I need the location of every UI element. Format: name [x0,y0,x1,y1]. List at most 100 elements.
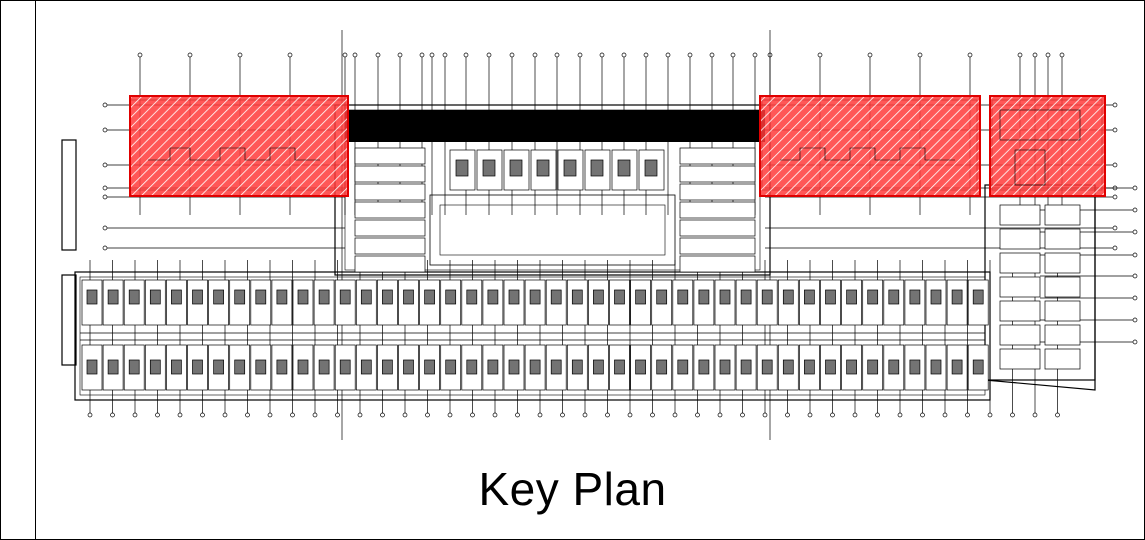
room-bath [909,359,921,375]
room-bath [804,289,815,305]
room-bath [656,359,668,375]
grid-bubble [110,412,115,418]
room-bath [782,289,794,305]
room-bath [677,359,689,375]
grid-bubble [599,52,605,58]
grid-bubble [1032,52,1038,58]
grid-bubble [290,412,295,418]
grid-bubble [102,185,108,191]
core-room [679,255,756,273]
grid-bubble [687,52,693,58]
core-room [354,165,426,183]
grid-bubble [1112,225,1118,231]
tower-room [999,228,1041,250]
grid-bubble [419,52,425,58]
room-bath [149,359,161,375]
grid-bubble [267,412,273,418]
room-bath [128,359,140,375]
grid-bubble [1059,52,1065,58]
tower-room [1044,300,1081,322]
grid-bubble [560,412,565,418]
grid-bubble [402,412,408,418]
tower-room [999,276,1041,298]
grid-bubble [1132,273,1138,279]
room-bath [550,359,562,375]
room-bath [593,289,604,305]
room-bath [635,359,646,375]
room-bath [171,289,182,305]
grid-bubble [582,412,588,418]
grid-bubble [1010,412,1015,418]
room-bath [339,289,351,305]
grid-bubble [577,52,583,58]
grid-bubble [1132,185,1138,191]
room-bath [930,359,942,375]
grid-bubble [643,52,649,58]
core-room [354,255,426,273]
room-bath [445,289,457,305]
room-bath [951,289,963,305]
room-bath [635,289,646,305]
room-bath [825,359,836,375]
grid-bubble [967,52,973,58]
grid-bubble [375,52,381,58]
grid-bubble [867,52,873,58]
tower-room [1044,252,1081,274]
room-bath [825,289,836,305]
grid-bubble [1017,52,1023,58]
core-room [354,219,426,237]
grid-bubble [1045,52,1051,58]
room-bath [782,359,794,375]
grid-bubble [785,412,790,418]
grid-bubble [709,52,715,58]
room-bath [761,359,773,375]
grid-bubble [1132,295,1138,301]
grid-bubble [486,52,492,58]
grid-bubble [1132,207,1138,213]
grid-bubble [942,412,948,418]
room-bath [614,359,625,375]
grid-bubble [605,412,610,418]
grid-bubble [752,52,758,58]
grid-bubble [245,412,250,418]
floor-plan [61,30,1138,440]
grid-bubble [102,225,108,231]
core-room [679,183,756,201]
grid-bubble [177,412,183,418]
grid-bubble [102,245,108,251]
grid-bubble [335,412,340,418]
grid-bubble [492,412,498,418]
tower-room [999,348,1041,370]
tower-room [1044,348,1081,370]
core-room [679,237,756,255]
room-bath [888,359,900,375]
room-bath [171,359,182,375]
room-bath [571,289,583,305]
room-bath [656,289,668,305]
room-bath [930,289,942,305]
room-bath [234,359,246,375]
grid-bubble [1132,229,1138,235]
core-room [679,201,756,219]
grid-bubble [429,52,435,58]
grid-bubble [537,412,543,418]
room-bath [297,359,309,375]
room-bath [867,359,879,375]
grid-bubble [1032,412,1038,418]
grid-bubble [621,52,627,58]
room-bath [508,289,520,305]
grid-bubble [237,52,243,58]
tower-room [1044,228,1081,250]
tower-room [999,252,1041,274]
room-bath [846,359,857,375]
room-bath [951,359,963,375]
tower-room [1044,204,1081,226]
room-bath [487,289,499,305]
drawing-caption: Key Plan [478,463,667,515]
core-room [679,219,756,237]
grid-bubble [1132,339,1138,345]
room-bath [107,289,119,305]
grid-bubble [672,412,678,418]
room-bath [536,159,550,177]
room-bath [740,289,752,305]
